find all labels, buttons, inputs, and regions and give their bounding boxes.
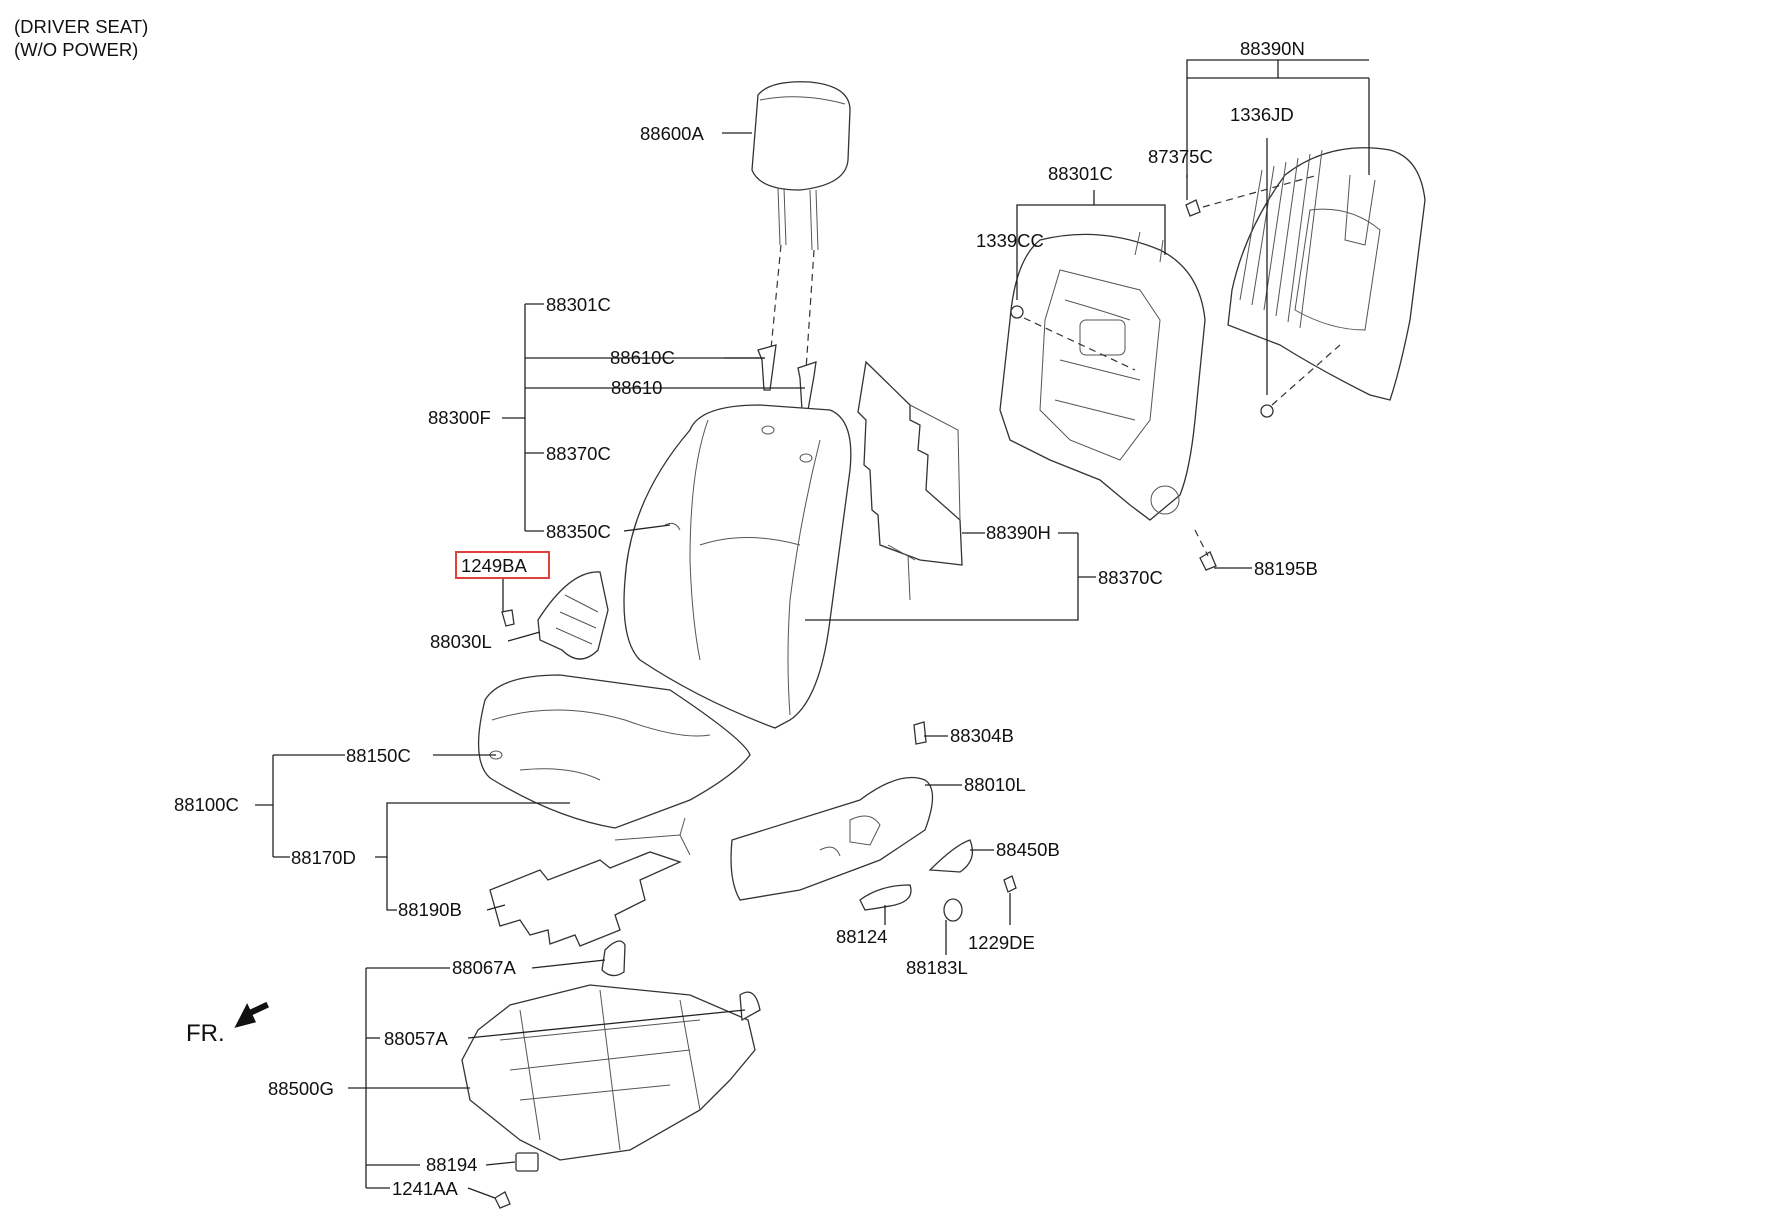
part-label-88600A[interactable]: 88600A xyxy=(640,123,704,144)
fastener-dash-1339CC xyxy=(1023,317,1136,371)
headrest-drawing xyxy=(751,81,851,251)
seatback-cover-drawing xyxy=(623,404,852,729)
fastener-dash-88195B xyxy=(1194,529,1209,557)
part-label-88183L[interactable]: 88183L xyxy=(906,957,968,978)
header-line-1: (DRIVER SEAT) xyxy=(14,16,148,37)
part-label-88067A[interactable]: 88067A xyxy=(452,957,516,978)
part-label-88390H[interactable]: 88390H xyxy=(986,522,1051,543)
part-label-1336JD[interactable]: 1336JD xyxy=(1230,104,1294,125)
seat-track-drawing xyxy=(461,940,761,1161)
part-label-88450B[interactable]: 88450B xyxy=(996,839,1060,860)
part-88194-drawing xyxy=(515,1152,539,1172)
part-label-88350C[interactable]: 88350C xyxy=(546,521,611,542)
part-label-88170D[interactable]: 88170D xyxy=(291,847,356,868)
side-cover-left-drawing xyxy=(537,571,609,660)
part-label-88304B[interactable]: 88304B xyxy=(950,725,1014,746)
fasteners-drawing xyxy=(494,199,1274,1209)
highlight-box-1249BA xyxy=(455,551,550,579)
part-label-1339CC[interactable]: 1339CC xyxy=(976,230,1044,251)
part-label-1229DE[interactable]: 1229DE xyxy=(968,932,1035,953)
part-label-88301C-top[interactable]: 88301C xyxy=(1048,163,1113,184)
part-label-88301C[interactable]: 88301C xyxy=(546,294,611,315)
fastener-dash-1336JD xyxy=(1271,344,1341,406)
part-label-88010L[interactable]: 88010L xyxy=(964,774,1026,795)
part-label-1241AA[interactable]: 1241AA xyxy=(392,1178,458,1199)
part-label-88610[interactable]: 88610 xyxy=(611,377,662,398)
part-label-88195B[interactable]: 88195B xyxy=(1254,558,1318,579)
part-label-88300F[interactable]: 88300F xyxy=(428,407,491,428)
part-label-88190B[interactable]: 88190B xyxy=(398,899,462,920)
cushion-cover-drawing xyxy=(477,674,751,829)
part-label-87375C[interactable]: 87375C xyxy=(1148,146,1213,167)
part-label-88124[interactable]: 88124 xyxy=(836,926,887,947)
headrest-guides-drawing xyxy=(757,344,817,411)
lumbar-pad-drawing xyxy=(857,360,963,601)
part-label-88030L[interactable]: 88030L xyxy=(430,631,492,652)
seatback-frame-drawing xyxy=(999,231,1206,521)
part-label-88100C[interactable]: 88100C xyxy=(174,794,239,815)
part-label-88057A[interactable]: 88057A xyxy=(384,1028,448,1049)
cushion-pad-drawing xyxy=(489,817,691,947)
header-line-2: (W/O POWER) xyxy=(14,39,138,60)
levers-drawing xyxy=(859,839,974,922)
back-panel-drawing xyxy=(1227,147,1426,401)
front-arrow-icon xyxy=(234,1001,269,1028)
part-label-88150C[interactable]: 88150C xyxy=(346,745,411,766)
part-label-88610C[interactable]: 88610C xyxy=(610,347,675,368)
side-shield-drawing xyxy=(730,721,934,901)
part-label-88370C-left[interactable]: 88370C xyxy=(546,443,611,464)
fastener-dash-87375C xyxy=(1202,174,1319,208)
leader-lines xyxy=(255,59,1370,1199)
part-label-88500G[interactable]: 88500G xyxy=(268,1078,334,1099)
part-label-88370C-right[interactable]: 88370C xyxy=(1098,567,1163,588)
part-label-1249BA[interactable]: 1249BA xyxy=(461,555,527,576)
part-label-88390N[interactable]: 88390N xyxy=(1240,38,1305,59)
part-label-88194[interactable]: 88194 xyxy=(426,1154,477,1175)
front-marker: FR. xyxy=(186,1020,225,1047)
